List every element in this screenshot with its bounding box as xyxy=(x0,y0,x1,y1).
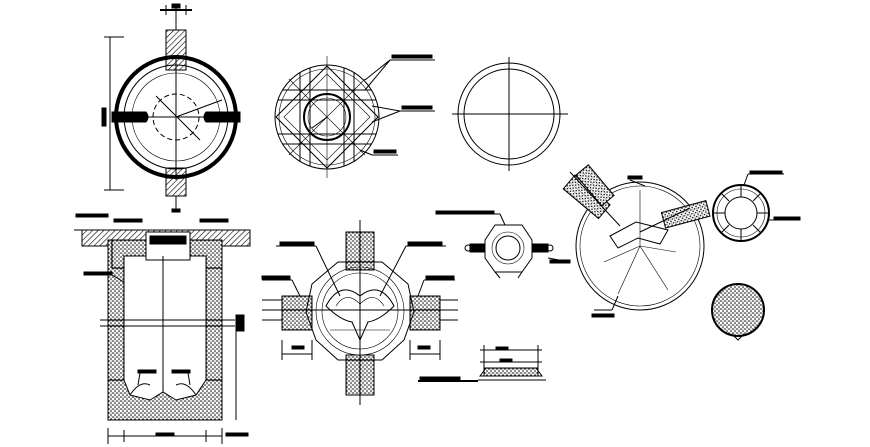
junction-chamber-wall xyxy=(305,261,415,361)
rebar-label-mark xyxy=(391,54,433,59)
concrete-plug xyxy=(711,283,765,337)
angled-chamber-ring xyxy=(575,181,705,311)
junction-left-pipe xyxy=(281,295,313,331)
benching-base xyxy=(107,379,223,421)
outlet-pipe-mark xyxy=(235,314,245,332)
angled-junction-plan-view xyxy=(562,164,711,318)
left-step-iron xyxy=(111,111,149,123)
flow-channel xyxy=(325,289,395,342)
right-step-iron xyxy=(203,111,241,123)
junction-right-pipe xyxy=(409,295,441,331)
dimension-label-mark xyxy=(171,3,181,9)
section-label-mark xyxy=(75,213,109,218)
small-inner-ring xyxy=(724,196,758,230)
cover-slab-section xyxy=(483,367,539,377)
cover-plan-view xyxy=(452,57,568,171)
angled-flow-channel xyxy=(609,221,669,249)
frame-label-mark xyxy=(435,210,495,215)
manhole-section-view xyxy=(74,213,251,444)
cover-section-detail xyxy=(418,345,546,382)
pipe-junction-plan-view xyxy=(261,220,458,405)
angled-inlet-pipe-2 xyxy=(575,164,615,207)
reinforcement-plan-view xyxy=(274,54,435,178)
manhole-plan-view xyxy=(101,3,241,213)
concrete-plug-detail xyxy=(711,283,765,341)
angled-outlet-pipe xyxy=(660,200,711,229)
cover-frame-detail xyxy=(435,210,571,279)
ring-label-mark xyxy=(749,170,783,175)
small-ring-detail xyxy=(712,170,801,242)
